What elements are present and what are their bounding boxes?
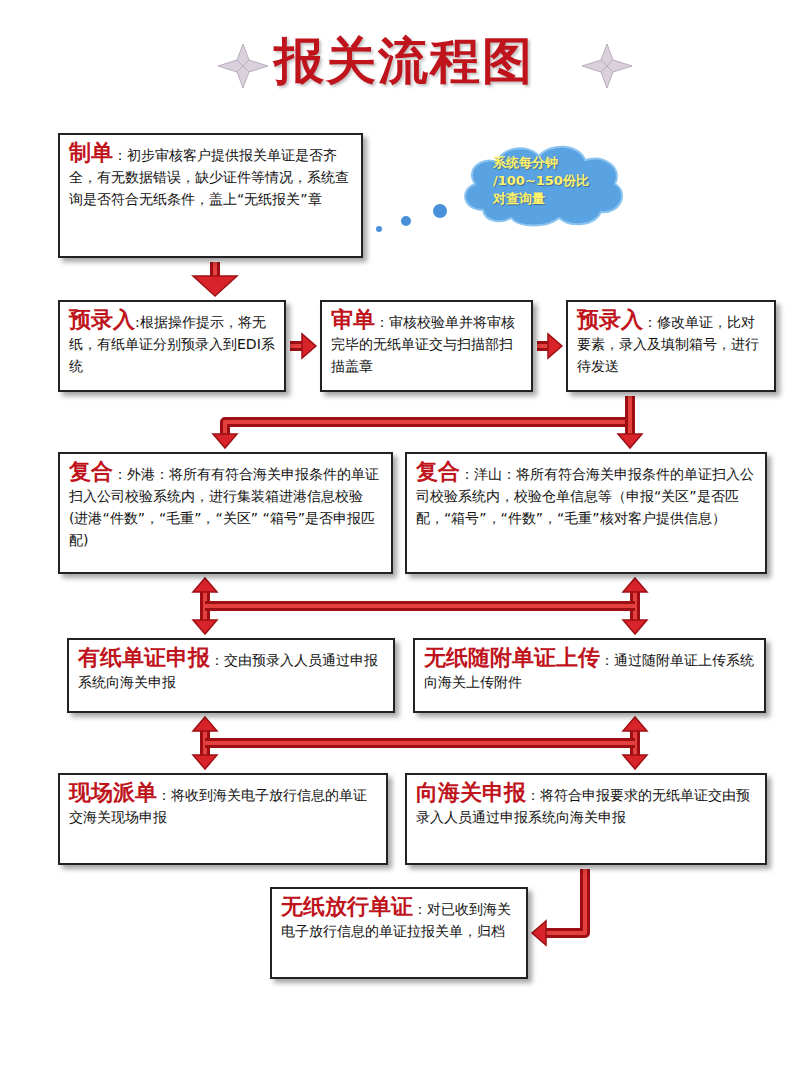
- step-heading: 复合: [69, 459, 113, 484]
- connector-outer: [205, 601, 635, 611]
- text-block: 审单：审核校验单并将审核完毕的无纸单证交与扫描部扫描盖章: [331, 309, 522, 377]
- arrow-head: [623, 755, 647, 769]
- process-box: 无纸随附单证上传：通过随附单证上传系统向海关上传附件: [413, 638, 766, 713]
- process-box: 复合：外港：将所有有符合海关申报条件的单证扫入公司校验系统内，进行集装箱进港信息…: [58, 452, 393, 574]
- process-box: 向海关申报：将符合申报要求的无纸单证交由预录入人员通过申报系统向海关申报: [405, 773, 767, 865]
- step-heading: 预录入: [577, 307, 643, 332]
- text-block: 向海关申报：将符合申报要求的无纸单证交由预录入人员通过申报系统向海关申报: [416, 782, 756, 828]
- step-text: ：洋山：将所有符合海关申报条件的单证扫入公司校验系统内，校验仓单信息等（申报“关…: [416, 466, 754, 526]
- text-block: 系统每分钟 /100~150份比 对查询量: [455, 140, 630, 218]
- arrow-head: [532, 921, 546, 945]
- step-heading: 无纸放行单证: [281, 894, 413, 919]
- step-heading: 现场派单: [69, 780, 157, 805]
- flow-connector: [537, 334, 562, 358]
- connector-inner: [205, 741, 635, 745]
- note-cloud: 系统每分钟 /100~150份比 对查询量: [455, 140, 630, 228]
- sparkle-star: [218, 44, 268, 88]
- arrow-head: [623, 578, 647, 592]
- text-block: 复合：外港：将所有有符合海关申报条件的单证扫入公司校验系统内，进行集装箱进港信息…: [69, 461, 382, 551]
- text-block: 制单：初步审核客户提供报关单证是否齐全，有无数据错误，缺少证件等情况，系统查询是…: [69, 142, 352, 210]
- flow-connector: [290, 334, 316, 358]
- text-block: 复合：洋山：将所有符合海关申报条件的单证扫入公司校验系统内，校验仓单信息等（申报…: [416, 461, 756, 529]
- connector-inner: [544, 869, 585, 933]
- connector-bar: [205, 606, 635, 607]
- arrow-head: [623, 717, 647, 731]
- diagram-title: 报关流程图: [0, 28, 808, 95]
- connector-outer: [205, 738, 635, 748]
- connector-outer: [625, 396, 635, 436]
- flow-connector: [193, 262, 237, 296]
- step-text: ：外港：将所有有符合海关申报条件的单证扫入公司校验系统内，进行集装箱进港信息校验…: [69, 466, 379, 548]
- step-heading: 预录入: [69, 307, 135, 332]
- arrow-head: [193, 755, 217, 769]
- arrow-head: [213, 434, 237, 448]
- connector-outer: [544, 869, 585, 933]
- connector-inner: [628, 396, 632, 436]
- step-heading: 向海关申报: [416, 780, 526, 805]
- arrow-head: [193, 276, 237, 296]
- step-heading: 有纸单证申报: [78, 645, 210, 670]
- arrow-head: [548, 334, 562, 358]
- arrow-head: [193, 717, 217, 731]
- arrow-head: [193, 620, 217, 634]
- arrow-head: [302, 334, 316, 358]
- connector-bar: [205, 743, 635, 744]
- step-heading: 制单: [69, 140, 113, 165]
- process-box: 审单：审核校验单并将审核完毕的无纸单证交与扫描部扫描盖章: [320, 300, 533, 392]
- text-block: 预录入:根据操作提示，将无纸，有纸单证分别预录入到EDI系统: [69, 309, 275, 377]
- process-box: 有纸单证申报：交由预录入人员通过申报系统向海关申报: [67, 638, 395, 713]
- process-box: 制单：初步审核客户提供报关单证是否齐全，有无数据错误，缺少证件等情况，系统查询是…: [58, 133, 363, 258]
- text-block: 现场派单：将收到海关电子放行信息的单证交海关现场申报: [69, 782, 377, 828]
- process-box: 预录入：修改单证，比对要素，录入及填制箱号，进行待发送: [566, 300, 776, 392]
- step-heading: 复合: [416, 459, 460, 484]
- step-text: 系统每分钟 /100~150份比 对查询量: [493, 155, 589, 206]
- thought-dots: [376, 204, 447, 232]
- process-box: 复合：洋山：将所有符合海关申报条件的单证扫入公司校验系统内，校验仓单信息等（申报…: [405, 452, 767, 574]
- step-heading: 无纸随附单证上传: [424, 645, 600, 670]
- text-block: 有纸单证申报：交由预录入人员通过申报系统向海关申报: [78, 647, 384, 693]
- connector-inner: [205, 604, 635, 608]
- flow-connector: [618, 396, 642, 448]
- text-block: 无纸随附单证上传：通过随附单证上传系统向海关上传附件: [424, 647, 755, 693]
- arrow-head: [623, 620, 647, 634]
- connector-outer: [225, 396, 630, 436]
- arrow-head: [618, 434, 642, 448]
- arrow-head: [193, 578, 217, 592]
- flow-connector: [213, 396, 630, 448]
- text-block: 无纸放行单证：对已收到海关电子放行信息的单证拉报关单，归档: [281, 896, 517, 942]
- cloud-outline: [465, 147, 622, 226]
- sparkle-star: [582, 44, 632, 88]
- step-heading: 审单: [331, 307, 375, 332]
- flow-connector: [532, 869, 585, 945]
- process-box: 现场派单：将收到海关电子放行信息的单证交海关现场申报: [58, 773, 388, 865]
- process-box: 预录入:根据操作提示，将无纸，有纸单证分别预录入到EDI系统: [58, 300, 286, 392]
- text-block: 预录入：修改单证，比对要素，录入及填制箱号，进行待发送: [577, 309, 765, 377]
- connector-inner: [225, 396, 630, 436]
- process-box: 无纸放行单证：对已收到海关电子放行信息的单证拉报关单，归档: [270, 887, 528, 979]
